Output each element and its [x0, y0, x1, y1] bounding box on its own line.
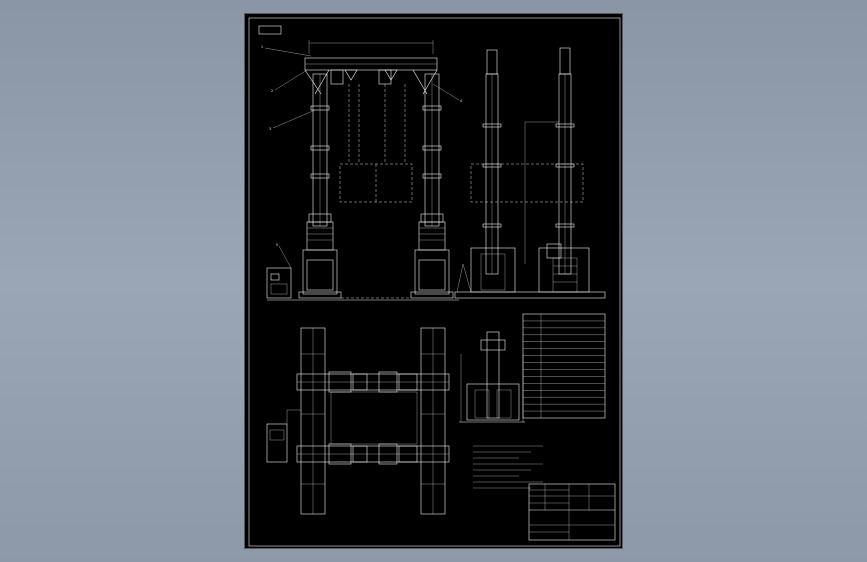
- left-column: [298, 73, 342, 299]
- side-ground-slab: [454, 291, 606, 299]
- callout-1: 1: [261, 45, 263, 49]
- technical-notes: [473, 445, 543, 489]
- left-base-block: [302, 249, 338, 295]
- title-block: [528, 483, 616, 541]
- drawing-sheet: 1 2 3 4 5: [244, 13, 623, 549]
- end-view: [459, 331, 525, 423]
- side-elevation: [454, 47, 606, 299]
- parameter-table: [522, 313, 606, 419]
- right-column: [410, 73, 454, 299]
- callout-2: 2: [271, 89, 273, 93]
- plan-cabinet: [266, 423, 288, 463]
- corner-tag-box: [258, 25, 282, 35]
- inner-frame: [248, 17, 621, 547]
- control-cabinet: [266, 267, 292, 299]
- front-elevation: 1 2 3 4 5: [261, 40, 462, 301]
- callout-4: 4: [460, 99, 462, 103]
- cad-drawing: 1 2 3 4 5: [248, 17, 621, 547]
- callout-5: 5: [276, 243, 278, 247]
- plan-view: [266, 327, 450, 515]
- right-base-block: [414, 249, 450, 295]
- callout-3: 3: [269, 127, 271, 131]
- end-view-column: [486, 331, 500, 419]
